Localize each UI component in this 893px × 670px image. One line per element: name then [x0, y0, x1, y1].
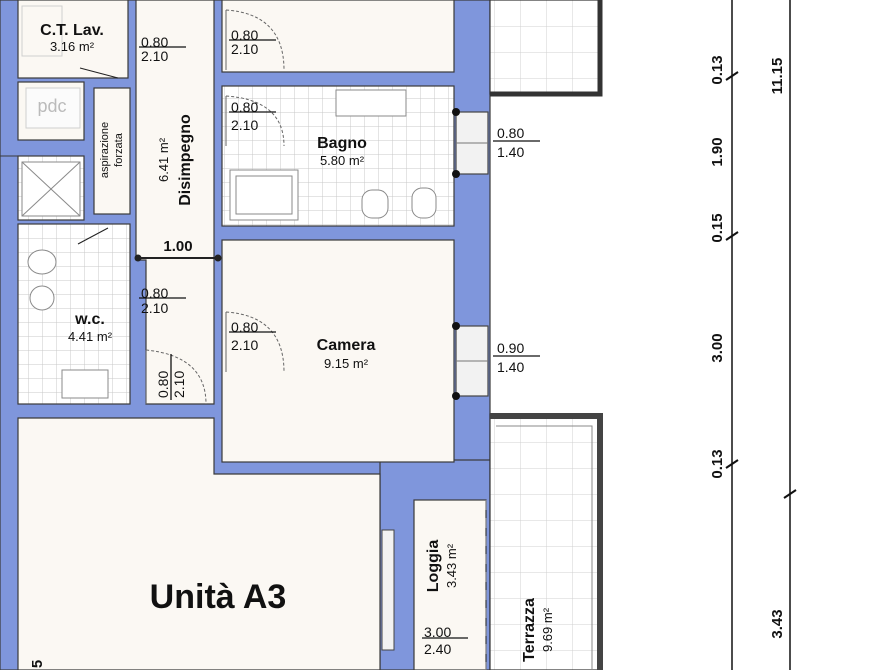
svg-text:2.10: 2.10: [171, 371, 187, 398]
room-unit-floor: [17, 417, 381, 670]
corridor-width: 1.00: [163, 238, 192, 255]
loggia-door-dim: 3.00 2.40: [422, 624, 468, 657]
room-labels: C.T. Lav. 3.16 m² pdc Bagno 5.80 m² w.c.…: [37, 22, 555, 662]
ct-lav-area: 3.16 m²: [50, 39, 95, 54]
svg-text:2.10: 2.10: [141, 48, 168, 64]
camera-area: 9.15 m²: [324, 356, 369, 371]
bagno-area: 5.80 m²: [320, 153, 365, 168]
dim-c: 0.15: [709, 213, 726, 242]
wc-name: w.c.: [74, 311, 105, 328]
svg-text:2.10: 2.10: [231, 41, 258, 57]
svg-text:0.80: 0.80: [231, 99, 258, 115]
dim-d: 3.00: [709, 333, 726, 362]
loggia-area: 3.43 m²: [444, 543, 459, 588]
terrazza-name: Terrazza: [521, 598, 538, 662]
svg-text:2.40: 2.40: [424, 641, 451, 657]
disimpegno-area: 6.41 m²: [156, 137, 171, 182]
terraces: [485, 0, 603, 670]
dim-total: 11.15: [769, 58, 786, 95]
door-dim-top: 0.80 2.10: [229, 27, 276, 57]
loggia-name: Loggia: [425, 540, 442, 593]
wc-bidet: [29, 285, 55, 311]
svg-text:0.80: 0.80: [141, 285, 168, 301]
opening-dimensions: 0.80 2.10 0.80 2.10 0.80 2.10 0.80 2.10 …: [139, 27, 540, 657]
door-dim-wc: 0.80 2.10: [139, 285, 186, 316]
terrace-lower: [489, 413, 603, 670]
ct-boiler: [21, 5, 63, 57]
dim-left-edge: 5: [29, 660, 46, 668]
room-top-floor: [221, 0, 455, 73]
unit-name: Unità A3: [150, 578, 287, 616]
svg-text:1.40: 1.40: [497, 144, 524, 160]
camera-name: Camera: [317, 337, 376, 354]
pdc-label: pdc: [37, 96, 66, 116]
window-loggia: [381, 529, 395, 651]
dim-f: 3.43: [769, 609, 786, 638]
pdc-unit: [25, 87, 81, 129]
svg-text:2.10: 2.10: [231, 337, 258, 353]
room-camera-floor: [221, 239, 455, 463]
room-shaft-floor: [93, 87, 131, 215]
svg-text:0.80: 0.80: [231, 27, 258, 43]
dim-a: 0.13: [709, 55, 726, 84]
svg-text:3.00: 3.00: [424, 624, 451, 640]
window-dim-camera: 0.90 1.40: [493, 340, 540, 375]
disimpegno-name: Disimpegno: [177, 114, 194, 206]
bidet: [411, 187, 437, 219]
door-dim-camera: 0.80 2.10: [229, 319, 276, 353]
door-swings: [145, 9, 285, 405]
svg-text:0.80: 0.80: [231, 319, 258, 335]
toilet-bagno: [361, 189, 389, 219]
svg-text:0.80: 0.80: [141, 34, 168, 50]
terrazza-area: 9.69 m²: [540, 607, 555, 652]
fixtures: [21, 5, 437, 399]
svg-text:0.80: 0.80: [155, 371, 171, 398]
room-loggia-floor: [413, 499, 487, 670]
bagno-counter: [335, 89, 407, 117]
detail-lines: [0, 67, 222, 262]
windows: [381, 108, 489, 651]
bagno-name: Bagno: [317, 135, 367, 152]
window-dim-bagno: 0.80 1.40: [493, 125, 540, 160]
vertical-dimensions: 0.13 1.90 0.15 3.00 0.13 11.15 3.43 5: [29, 0, 797, 670]
svg-text:2.10: 2.10: [141, 300, 168, 316]
aspirazione-line1: aspirazione: [99, 122, 111, 178]
svg-text:0.90: 0.90: [497, 340, 524, 356]
wc-washer: [61, 369, 109, 399]
svg-text:1.40: 1.40: [497, 359, 524, 375]
dim-e: 0.13: [709, 449, 726, 478]
room-ct-lav-floor: [17, 0, 129, 79]
door-dim-ct: 0.80 2.10: [139, 34, 186, 64]
wc-toilet: [27, 249, 57, 275]
door-dim-bagno: 0.80 2.10: [229, 99, 276, 133]
ct-lav-name: C.T. Lav.: [40, 22, 104, 39]
svg-text:0.80: 0.80: [497, 125, 524, 141]
svg-text:2.10: 2.10: [231, 117, 258, 133]
dim-b: 1.90: [709, 137, 726, 166]
wc-area: 4.41 m²: [68, 329, 113, 344]
terrace-upper: [489, 0, 601, 95]
aspirazione-line2: forzata: [113, 132, 125, 167]
door-dim-small: 0.80 2.10: [155, 354, 187, 400]
